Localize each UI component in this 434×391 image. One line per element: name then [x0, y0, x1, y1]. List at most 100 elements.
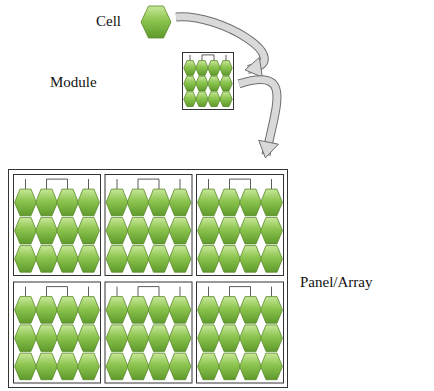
pv-cell	[57, 325, 79, 352]
pv-cell	[220, 92, 232, 107]
pv-cell	[220, 61, 232, 76]
module-wire	[208, 287, 209, 297]
module-wire	[229, 287, 230, 297]
module-wire	[117, 179, 118, 189]
pv-cell	[78, 353, 100, 380]
pv-cell	[240, 325, 262, 352]
pv-cell	[57, 217, 79, 244]
pv-cell	[198, 353, 220, 380]
module-wire	[46, 287, 47, 297]
module-wire	[138, 286, 159, 287]
pv-cell	[57, 297, 79, 324]
pv-cell	[261, 217, 283, 244]
pv-cell	[219, 325, 241, 352]
pv-cell	[15, 246, 37, 273]
module-frame	[183, 53, 234, 110]
module-wire	[25, 287, 26, 297]
module-drawing	[182, 52, 234, 110]
pv-cell	[148, 217, 170, 244]
pv-cell	[169, 246, 191, 273]
pv-cell	[196, 61, 208, 76]
module-wire	[180, 179, 181, 189]
pv-cell	[198, 297, 220, 324]
pv-cell	[106, 325, 128, 352]
pv-cell	[15, 297, 37, 324]
pv-cell	[127, 189, 149, 216]
pv-cell	[36, 246, 58, 273]
pv-cell	[36, 325, 58, 352]
pv-cell	[184, 61, 196, 76]
module-frame	[197, 282, 284, 383]
module-wire	[88, 287, 89, 297]
pv-cell	[148, 189, 170, 216]
module-wire	[117, 287, 118, 297]
module-wire	[250, 287, 251, 297]
pv-cell	[141, 6, 171, 38]
pv-cell	[169, 297, 191, 324]
module-node: Module	[50, 50, 234, 112]
module-wire	[229, 179, 230, 189]
module-frame	[105, 175, 192, 276]
module-wire	[47, 286, 68, 287]
pv-cell	[15, 353, 37, 380]
pv-cell	[127, 217, 149, 244]
pv-cell	[169, 217, 191, 244]
pv-cell	[36, 217, 58, 244]
pv-cell	[240, 353, 262, 380]
pv-cell	[148, 246, 170, 273]
curved-arrow	[176, 17, 264, 78]
module-wire	[271, 287, 272, 297]
pv-cell	[15, 217, 37, 244]
arrow-head	[259, 140, 279, 158]
pv-cell	[15, 189, 37, 216]
pv-cell	[127, 353, 149, 380]
cell-node: Cell	[96, 2, 176, 42]
module-wire	[226, 55, 227, 61]
pv-cell	[57, 189, 79, 216]
pv-cell	[106, 189, 128, 216]
cell-drawing	[140, 5, 172, 39]
panel-frame	[9, 170, 288, 388]
module-wire	[202, 55, 203, 61]
module-wire	[67, 179, 68, 189]
pv-cell	[36, 353, 58, 380]
module-wire	[180, 287, 181, 297]
pv-cell	[198, 246, 220, 273]
module-wire	[138, 179, 159, 180]
panel-drawing	[8, 169, 288, 388]
pv-cell	[198, 189, 220, 216]
pv-cell	[261, 246, 283, 273]
module-wire	[271, 179, 272, 189]
pv-cell	[57, 246, 79, 273]
node-label: Module	[50, 73, 97, 91]
module-wire	[67, 287, 68, 297]
module-wire	[202, 54, 214, 55]
node-label: Cell	[96, 12, 121, 30]
module-wire	[47, 179, 68, 180]
module-wire	[138, 179, 139, 189]
pv-cell	[148, 325, 170, 352]
pv-cell	[169, 353, 191, 380]
module-wire	[159, 287, 160, 297]
pv-cell	[127, 325, 149, 352]
pv-cell	[78, 217, 100, 244]
module-wire	[230, 286, 251, 287]
pv-cell	[36, 189, 58, 216]
pv-cell	[106, 297, 128, 324]
pv-cell	[261, 325, 283, 352]
pv-cell	[261, 353, 283, 380]
module-wire	[208, 179, 209, 189]
pv-cell	[78, 246, 100, 273]
module-wire	[88, 179, 89, 189]
pv-cell	[240, 297, 262, 324]
node-label: Panel/Array	[300, 273, 372, 291]
module-frame	[14, 282, 101, 383]
pv-cell	[240, 217, 262, 244]
pv-cell	[220, 76, 232, 91]
curved-arrow	[239, 79, 278, 157]
pv-cell	[261, 189, 283, 216]
pv-cell	[106, 217, 128, 244]
module-wire	[25, 179, 26, 189]
pv-cell	[184, 76, 196, 91]
pv-cell	[127, 297, 149, 324]
